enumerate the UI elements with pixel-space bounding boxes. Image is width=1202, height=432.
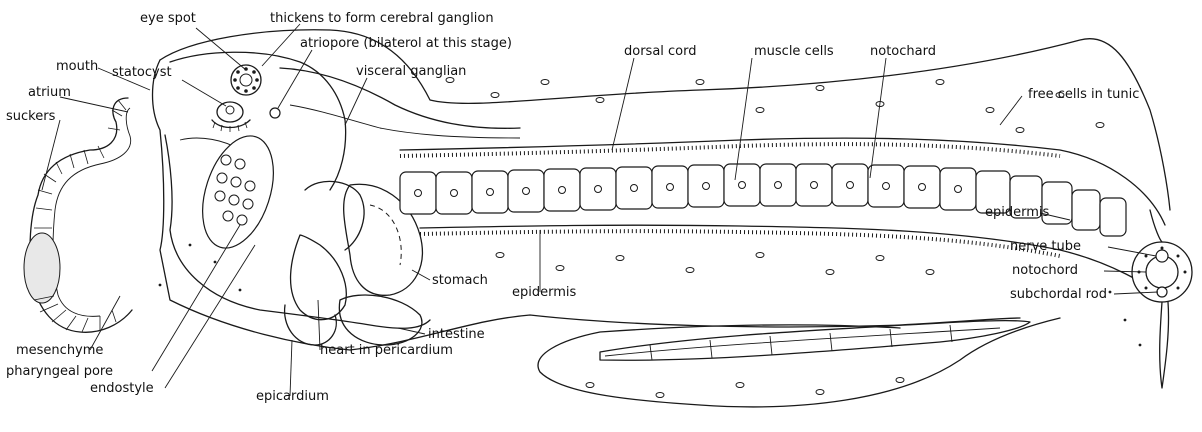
label-epidermis-right: epidermis — [985, 205, 1050, 220]
label-epicardium: epicardium — [256, 389, 329, 404]
label-free-cells: free cells in tunic — [1028, 87, 1139, 102]
label-intestine: intestine — [428, 327, 485, 342]
label-atriopore: atriopore (bilaterol at this stage) — [300, 36, 512, 51]
intestine-organ — [339, 295, 422, 345]
label-pharyngeal-pore: pharyngeal pore — [6, 364, 113, 379]
statocyst-hairs — [213, 122, 247, 132]
label-visceral-ganglion: visceral ganglian — [356, 64, 466, 79]
dorsal-cord-hatch — [400, 144, 1060, 156]
pharynx-outline — [165, 135, 430, 328]
label-atrium: atrium — [28, 85, 71, 100]
label-statocyst: statocyst — [112, 65, 172, 80]
label-thickens: thickens to form cerebral ganglion — [270, 11, 494, 26]
endostyle-organ — [190, 127, 287, 257]
sucker-lobe-inner — [53, 108, 131, 316]
label-eye-spot: eye spot — [140, 11, 196, 26]
label-notochard: notochard — [870, 44, 936, 59]
label-dorsal-cord: dorsal cord — [624, 44, 697, 59]
sucker-stippled — [24, 233, 60, 303]
statocyst-otolith — [226, 106, 234, 114]
tunic-free-cells — [446, 78, 1104, 398]
gut-loop — [305, 181, 364, 250]
atriopore-opening — [270, 108, 280, 118]
label-suckers: suckers — [6, 109, 56, 124]
stomach-inner — [370, 205, 401, 265]
ventral-epidermis-hatch — [420, 231, 1060, 256]
label-muscle-cells: muscle cells — [754, 44, 834, 59]
notochord-cells — [400, 164, 1126, 236]
tail-section-subchordal-rod — [1157, 287, 1167, 297]
label-epidermis-bottom: epidermis — [512, 285, 577, 300]
label-mesenchyme: mesenchyme — [16, 343, 103, 358]
label-stomach: stomach — [432, 273, 488, 288]
label-nerve-tube: nerve tube — [1010, 239, 1081, 254]
mesenchyme-dots — [159, 244, 1142, 347]
label-endostyle: endostyle — [90, 381, 154, 396]
label-heart: heart in pericardium — [320, 343, 453, 358]
label-subchordal-rod: subchordal rod — [1010, 287, 1107, 302]
label-notochord-right: notochord — [1012, 263, 1078, 278]
eye-spot-core — [240, 74, 252, 86]
tail-section-nerve-tube — [1156, 250, 1168, 262]
sucker-hatching — [34, 100, 126, 332]
lower-tail-divisions — [650, 325, 952, 360]
epicardium-organ — [285, 305, 337, 345]
label-mouth: mouth — [56, 59, 98, 74]
